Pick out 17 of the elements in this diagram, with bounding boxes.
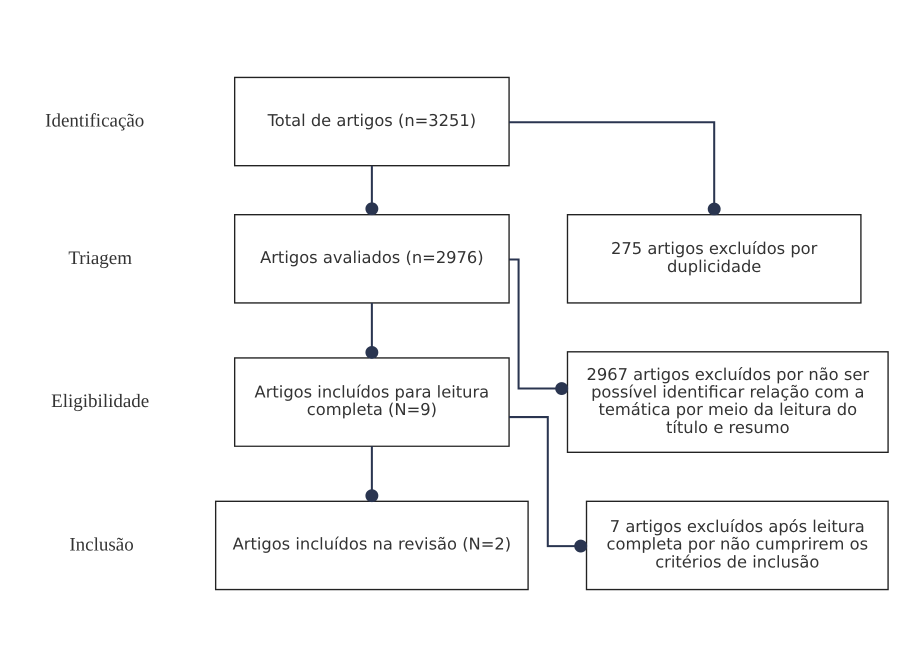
node-box: Artigos incluídos na revisão (N=2) <box>214 500 529 590</box>
connector <box>509 120 721 215</box>
label: Identificação <box>45 110 144 132</box>
connector <box>509 258 568 394</box>
node-box: 7 artigos excluídos após leitura completa por não cumprirem os critérios de inclusão <box>586 500 889 590</box>
node-box: 275 artigos excluídos por duplicidade <box>566 213 862 304</box>
connector <box>365 165 378 215</box>
label: Inclusão <box>69 534 134 555</box>
label: Triagem <box>68 247 132 268</box>
connector <box>365 302 378 358</box>
node-box: Artigos incluídos para leitura completa (N=9) <box>234 356 510 446</box>
connector <box>509 416 588 552</box>
node-box: 2967 artigos excluídos por não ser possível identificar relação com a temática por meio da leitura do título e resumo <box>566 350 889 453</box>
label: Eligibilidade <box>51 390 150 412</box>
connector <box>365 446 378 502</box>
node-box: Artigos avaliados (n=2976) <box>234 213 510 304</box>
node-box: Total de artigos (n=3251) <box>234 76 510 166</box>
